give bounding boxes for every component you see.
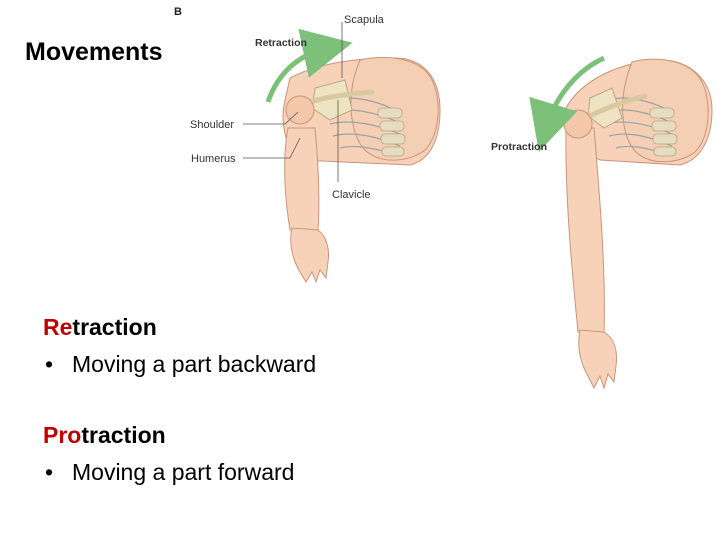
protraction-hand [578, 329, 617, 390]
term-protraction-prefix: Pro [43, 422, 82, 448]
protraction-spine [649, 107, 678, 157]
retraction-shoulder-joint [285, 95, 315, 125]
bullet-protraction-text: Moving a part forward [72, 459, 295, 485]
label-humerus: Humerus [191, 153, 236, 165]
term-protraction: Protraction [43, 422, 166, 449]
label-leaders [243, 22, 343, 182]
bullet-symbol: • [45, 351, 54, 377]
term-protraction-rest: traction [81, 422, 166, 448]
label-shoulder: Shoulder [190, 119, 234, 131]
label-retraction: Retraction [255, 37, 307, 49]
bullet-retraction: • Moving a part backward [45, 351, 316, 378]
bullet-protraction: • Moving a part forward [45, 459, 294, 486]
label-scapula: Scapula [344, 14, 385, 26]
term-retraction: Retraction [43, 314, 157, 341]
protraction-shoulder-joint [563, 109, 593, 139]
bullet-retraction-text: Moving a part backward [72, 351, 317, 377]
retraction-hand [290, 227, 329, 284]
protraction-figure [529, 55, 713, 390]
label-clavicle: Clavicle [332, 189, 371, 201]
panel-letter: B [174, 6, 182, 18]
retraction-arrow [265, 28, 353, 103]
protraction-arrow [529, 55, 606, 152]
bullet-symbol: • [45, 459, 54, 485]
retraction-arm [284, 127, 320, 233]
retraction-spine [377, 107, 406, 157]
label-protraction: Protraction [491, 141, 547, 153]
term-retraction-rest: traction [72, 314, 157, 340]
retraction-figure [265, 28, 441, 284]
slide-title: Movements [25, 38, 163, 66]
term-retraction-prefix: Re [43, 314, 73, 340]
